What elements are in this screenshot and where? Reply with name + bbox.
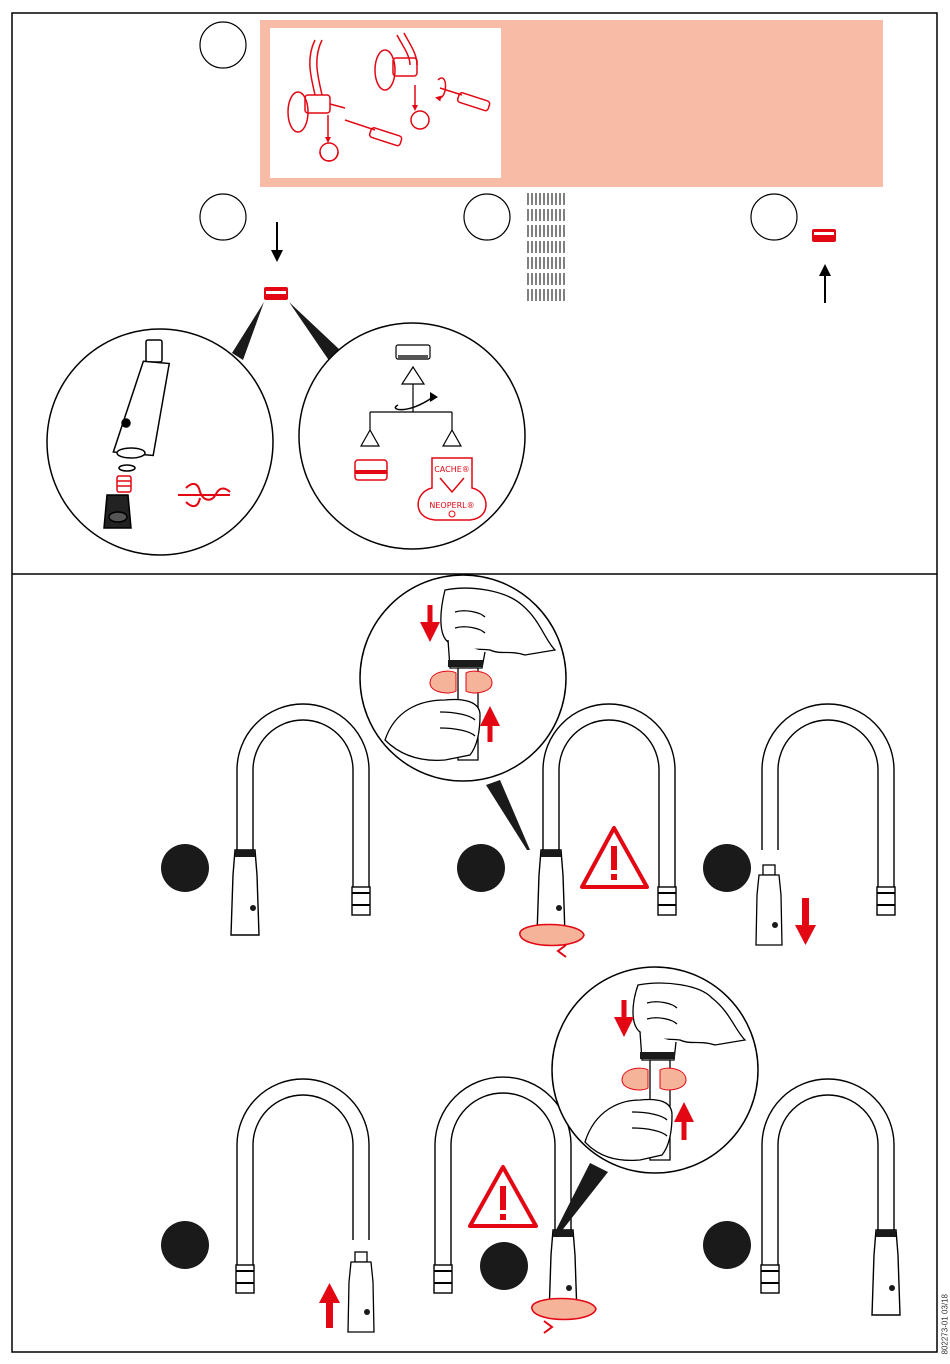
key-label-neoperl: NEOPERL® — [429, 501, 474, 510]
step-dot-8 — [161, 1221, 209, 1269]
step-dot-5 — [161, 844, 209, 892]
rotate-arrow-icon — [532, 1299, 596, 1334]
water-flush-hatch — [528, 193, 564, 301]
warning-triangle-icon — [470, 1167, 536, 1226]
step-circle-1 — [200, 22, 246, 68]
step-dot-9 — [480, 1242, 528, 1290]
detached-spout-8 — [348, 1252, 374, 1332]
hand-detail-circle-2 — [552, 967, 758, 1233]
step-dot-6 — [457, 844, 505, 892]
key-label-cache: CACHE® — [434, 465, 470, 474]
callout-wedge-right — [289, 302, 340, 362]
detail-circle-left — [47, 329, 273, 555]
hose-step-7 — [762, 704, 895, 915]
arrow-down-icon — [795, 898, 816, 945]
step-circle-2 — [200, 194, 246, 240]
rotate-arrow-icon — [520, 925, 584, 958]
warning-triangle-icon — [582, 828, 647, 887]
step-circle-3 — [464, 194, 510, 240]
hose-step-6 — [537, 704, 676, 935]
hose-step-5 — [231, 704, 370, 935]
aerator-icon — [264, 287, 288, 300]
detail-circle-right: CACHE® NEOPERL® — [299, 323, 525, 549]
step-dot-7 — [703, 844, 751, 892]
callout-wedge-left — [232, 302, 264, 360]
step-circle-4 — [751, 194, 797, 240]
aerator-icon — [812, 229, 836, 242]
document-code: 802273-01 03/18 — [920, 1250, 950, 1360]
detached-spout-7 — [756, 865, 782, 945]
valve-shutoff-panel — [260, 20, 883, 187]
hose-step-8 — [236, 1079, 369, 1293]
step-dot-10 — [703, 1221, 751, 1269]
aerator-icon — [355, 460, 387, 480]
arrow-up-icon — [319, 1283, 340, 1328]
hose-step-10 — [761, 1079, 900, 1315]
hand-detail-circle-1 — [360, 575, 566, 850]
